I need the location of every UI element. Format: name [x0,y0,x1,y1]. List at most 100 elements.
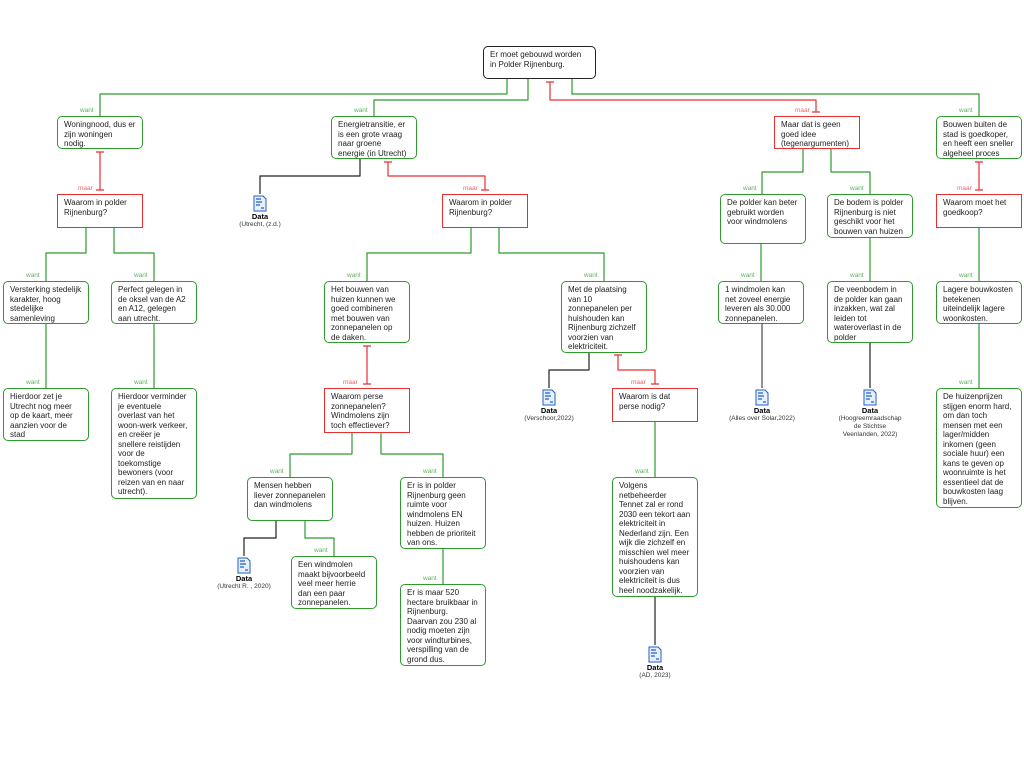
data-document-icon [648,646,662,663]
argument-520-hectare[interactable]: want Er is maar 520 hectare bruikbaar in … [400,575,486,666]
want-label: want [959,379,973,386]
want-label: want [134,272,148,279]
node-text: Er is in polder Rijnenburg geen ruimte v… [407,481,476,547]
data-citation: (Hoogreemraadschap de Stichtse Veenlande… [838,415,902,438]
maar-label: maar [343,379,358,386]
node-text: Perfect gelegen in de oksel van de A2 en… [118,285,186,323]
data-citation: (Utrecht, (z.d.) [239,221,281,228]
node-text: Er moet gebouwd worden in Polder Rijnenb… [490,50,582,69]
node-text: Waarom in polder Rijnenburg? [64,198,127,217]
want-label: want [423,575,437,582]
data-title: Data [646,663,664,672]
data-source-hoogheemraadschap[interactable]: Data(Hoogreemraadschap de Stichtse Veenl… [825,389,915,439]
node-text: Er is maar 520 hectare bruikbaar in Rijn… [407,588,478,664]
node-text: De bodem is polder Rijnenburg is niet ge… [834,198,904,236]
node-text: De huizenprijzen stijgen enorm hard, om … [943,392,1012,506]
data-citation: (Utrecht R. , 2020) [217,583,271,590]
node-text: Waarom perse zonnepanelen? Windmolens zi… [331,392,390,430]
node-text: De veenbodem in de polder kan gaan inzak… [834,285,903,342]
maar-label: maar [957,185,972,192]
node-text: Een windmolen maakt bijvoorbeeld veel me… [298,560,366,607]
want-label: want [354,107,368,114]
maar-label: maar [78,185,93,192]
node-text: Maar dat is geen goed idee (tegenargumen… [781,120,850,148]
main-claim[interactable]: Er moet gebouwd worden in Polder Rijnenb… [483,46,596,79]
node-text: Woningnood, dus er zijn woningen nodig. [64,120,136,148]
data-title: Data [235,574,253,583]
data-citation: (Verschoor,2022) [524,415,574,422]
node-text: Waarom moet het goedkoop? [943,198,1007,217]
data-source-ad[interactable]: Data(AD, 2023) [610,646,700,680]
data-title: Data [251,212,269,221]
want-label: want [26,272,40,279]
data-title: Data [861,406,879,415]
node-text: Energietransitie, er is een grote vraag … [338,120,407,158]
argument-veenbodem[interactable]: want De veenbodem in de polder kan gaan i… [827,272,913,343]
node-text: Hierdoor verminder je eventuele overlast… [118,392,188,496]
argument-geen-ruimte[interactable]: want Er is in polder Rijnenburg geen ruim… [400,468,486,549]
want-label: want [635,468,649,475]
argument-huizenprijzen[interactable]: want De huizenprijzen stijgen enorm hard,… [936,379,1022,508]
maar-label: maar [631,379,646,386]
node-text: Met de plaatsing van 10 zonnepanelen per… [568,285,636,351]
want-label: want [959,272,973,279]
node-text: Lagere bouwkosten betekenen uiteindelijk… [943,285,1013,323]
argument-bodem[interactable]: want De bodem is polder Rijnenburg is nie… [827,185,913,238]
data-document-icon [755,389,769,406]
data-connectors [243,158,871,645]
node-text: Volgens netbeheerder Tennet zal er rond … [619,481,691,595]
want-label: want [134,379,148,386]
argument-1-windmolen[interactable]: want 1 windmolen kan net zoveel energie l… [718,272,804,324]
want-label: want [850,272,864,279]
want-connectors [45,78,980,584]
data-source-utrecht[interactable]: Data(Utrecht, (z.d.) [215,195,305,229]
data-title: Data [753,406,771,415]
data-citation: (AD, 2023) [639,672,671,679]
data-source-alles-over-solar[interactable]: Data(Alles over Solar,2022) [717,389,807,423]
node-text: Hierdoor zet je Utrecht nog meer op de k… [10,392,73,439]
data-title: Data [540,406,558,415]
want-label: want [423,468,437,475]
want-label: want [743,185,757,192]
want-label: want [80,107,94,114]
maar-connectors [96,81,983,385]
node-text: Mensen hebben liever zonnepanelen dan wi… [254,481,326,509]
data-citation: (Alles over Solar,2022) [729,415,795,422]
node-text: Versterking stedelijk karakter, hoog ste… [10,285,82,323]
node-text: Bouwen buiten de stad is goedkoper, en h… [943,120,1014,158]
data-document-icon [237,557,251,574]
want-label: want [270,468,284,475]
maar-label: maar [463,185,478,192]
data-source-utrecht-r[interactable]: Data(Utrecht R. , 2020) [199,557,289,591]
want-label: want [850,185,864,192]
node-text: Het bouwen van huizen kunnen we goed com… [331,285,396,342]
want-label: want [741,272,755,279]
data-source-verschoor[interactable]: Data(Verschoor,2022) [504,389,594,423]
want-label: want [347,272,361,279]
node-text: Waarom in polder Rijnenburg? [449,198,512,217]
data-document-icon [863,389,877,406]
node-text: 1 windmolen kan net zoveel energie lever… [725,285,791,323]
node-text: Waarom is dat perse nodig? [619,392,671,411]
